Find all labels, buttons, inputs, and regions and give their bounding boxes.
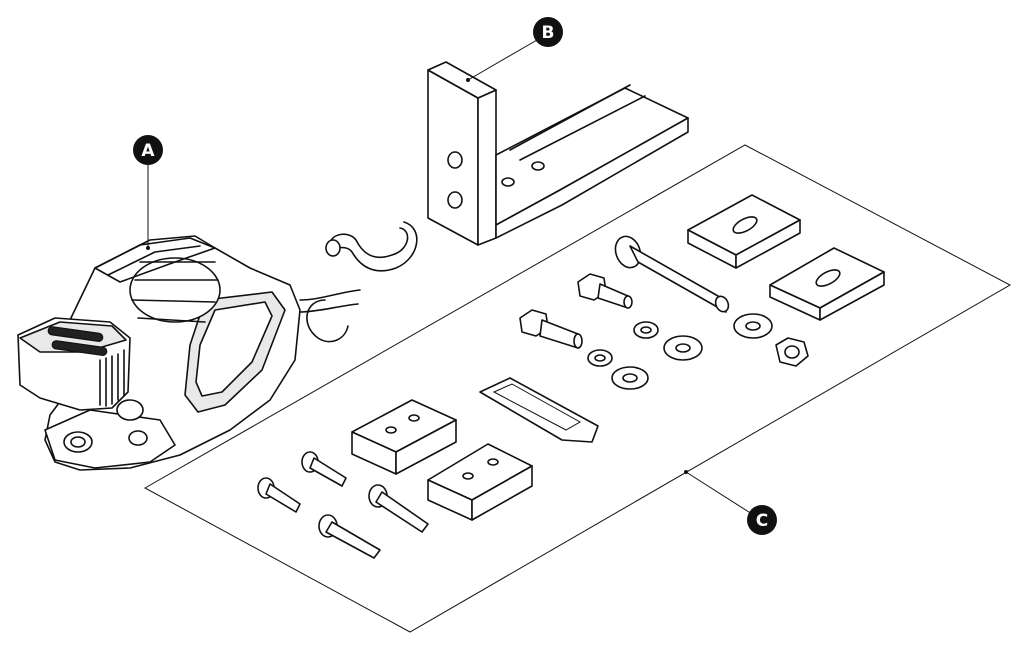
- callout-a: A: [133, 135, 163, 165]
- screw-1: [257, 477, 301, 513]
- callout-a-dot: [146, 246, 150, 250]
- callout-b: B: [533, 17, 563, 47]
- hardware-kit: [257, 194, 885, 559]
- hook-loop: [306, 299, 349, 343]
- handle-grip-2: [51, 340, 108, 356]
- clamp-plate-2: [769, 247, 885, 321]
- mounting-base: [44, 409, 176, 469]
- bracket-flange-lines: [509, 84, 646, 161]
- bracket-hole-4: [501, 177, 515, 187]
- callout-c-leader: [685, 471, 753, 515]
- hex-bolt-2: [519, 309, 583, 349]
- rubber-block-2: [427, 443, 533, 521]
- callout-a-label: A: [141, 141, 155, 161]
- bracket-hole-3: [531, 161, 545, 171]
- callout-b-label: B: [542, 23, 555, 43]
- ratchet-winch-assembly: [17, 221, 418, 471]
- flat-washer-1: [663, 335, 703, 361]
- bracket-horizontal-edge: [495, 117, 689, 239]
- spool: [129, 257, 221, 323]
- callout-c-dot: [684, 470, 688, 474]
- flat-washer-3: [611, 366, 649, 390]
- bracket-vertical-edge: [477, 89, 497, 246]
- top-frame-edge: [107, 245, 201, 276]
- callout-c: C: [747, 505, 777, 535]
- hex-nut: [775, 337, 809, 367]
- hex-bolt-1: [577, 273, 633, 309]
- carriage-bolt: [614, 235, 730, 313]
- handle-grip-1: [47, 326, 104, 342]
- screw-3: [368, 484, 429, 533]
- pivot-boss: [116, 399, 144, 421]
- handle-knurl: [99, 349, 125, 407]
- strap-plate: [479, 377, 599, 443]
- angle-bracket: [427, 61, 689, 246]
- mount-hole-2: [128, 430, 148, 446]
- hardware-sheet: [143, 144, 1012, 633]
- winch-hook: [299, 221, 418, 313]
- mount-hole-1-inner: [70, 436, 86, 448]
- hook-tip: [325, 239, 341, 257]
- bracket-hole-2: [447, 191, 463, 209]
- top-frame: [94, 235, 216, 283]
- callout-b-dot: [466, 78, 470, 82]
- lock-washer-2: [587, 349, 613, 367]
- callout-b-leader: [467, 39, 538, 81]
- bracket-horizontal-top: [495, 87, 689, 226]
- callout-c-label: C: [756, 511, 768, 531]
- rubber-block-1: [351, 399, 457, 475]
- side-plate-inner: [195, 301, 273, 397]
- clamp-plate-1: [687, 194, 801, 269]
- lock-washer-1: [633, 321, 659, 339]
- screw-2: [301, 451, 347, 487]
- flat-washer-2: [733, 313, 773, 339]
- bracket-hole-1: [447, 151, 463, 169]
- spool-strap-lines: [131, 261, 219, 323]
- bracket-vertical-top: [427, 61, 497, 99]
- screw-4: [318, 514, 381, 559]
